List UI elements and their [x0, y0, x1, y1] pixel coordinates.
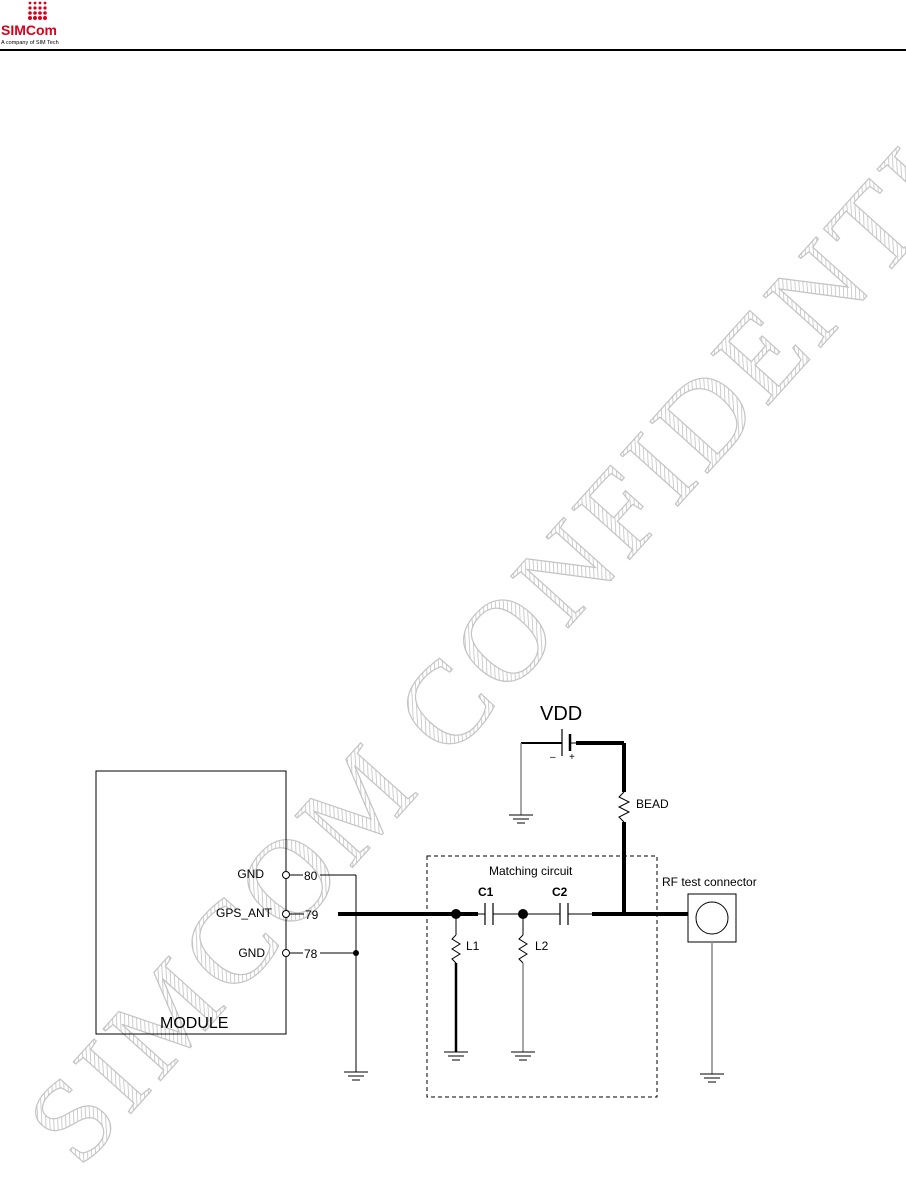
vdd-label: VDD	[540, 703, 582, 725]
module-label: MODULE	[160, 1015, 228, 1032]
logo-dot-grid	[28, 1, 47, 20]
rf-connector-ground-symbol	[700, 1073, 724, 1083]
l1-label: L1	[466, 939, 480, 953]
l2-inductor	[518, 914, 528, 964]
gnd-junction-dot	[353, 950, 359, 956]
pin-number-79: 79	[305, 908, 319, 922]
pin-78-terminal	[282, 949, 290, 957]
l2-ground-symbol	[511, 1051, 535, 1061]
vdd-ground-symbol	[509, 814, 533, 824]
c1-label: C1	[478, 885, 494, 899]
matching-circuit-label: Matching circuit	[489, 864, 573, 878]
pin-name-80: GND	[237, 867, 264, 881]
bead-label: BEAD	[636, 797, 669, 811]
pin-79-terminal	[282, 910, 290, 918]
pin-name-79: GPS_ANT	[216, 906, 273, 920]
c1-capacitor	[484, 903, 523, 925]
module-block	[95, 770, 287, 1035]
l1-inductor	[451, 914, 461, 964]
l2-label: L2	[535, 939, 549, 953]
c2-label: C2	[552, 885, 568, 899]
battery-plus: +	[569, 752, 575, 763]
module-ground-symbol	[344, 1071, 368, 1081]
header-rule	[0, 49, 906, 51]
battery-minus: –	[550, 752, 556, 763]
l1-ground-symbol	[444, 1051, 468, 1061]
rf-connector-label: RF test connector	[662, 875, 757, 889]
rf-connector-circle	[695, 901, 729, 935]
pin-number-78: 78	[304, 947, 318, 961]
pin-number-80: 80	[304, 869, 318, 883]
logo-wordmark: SIMCom	[1, 22, 57, 38]
c2-capacitor	[523, 903, 592, 925]
pin-80-terminal	[282, 871, 290, 879]
logo-tagline: A company of SIM Tech	[1, 40, 59, 46]
matching-circuit-box	[426, 855, 658, 1098]
pin-name-78: GND	[238, 946, 265, 960]
simcom-logo: SIMCom A company of SIM Tech	[1, 1, 59, 46]
bead-inductor	[617, 791, 631, 823]
